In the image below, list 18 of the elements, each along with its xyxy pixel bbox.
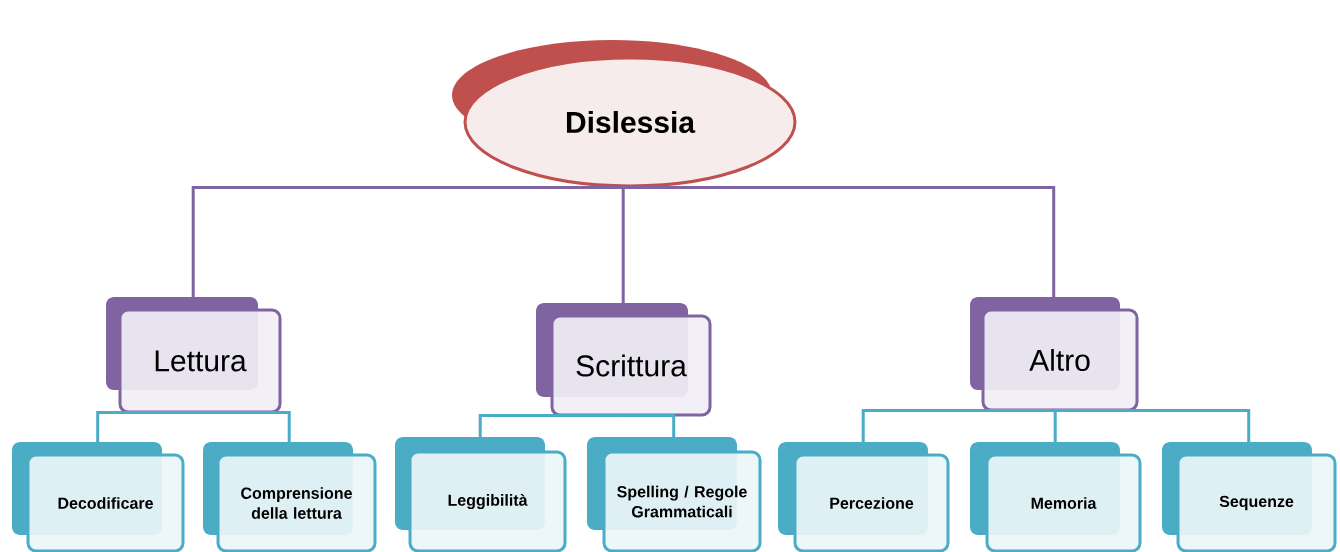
connector xyxy=(623,413,676,437)
connector xyxy=(630,186,1056,297)
connector xyxy=(1053,408,1251,442)
topic-box: Comprensione della lettura xyxy=(203,442,377,552)
topic-box: Decodificare xyxy=(12,442,185,552)
topic-box: Percezione xyxy=(778,442,950,552)
topic-box: Sequenze xyxy=(1162,442,1337,552)
category-box: Scrittura xyxy=(536,303,712,417)
connector xyxy=(478,413,624,437)
topic-box: Spelling / Regole Grammaticali xyxy=(587,437,762,552)
topic-box: Memoria xyxy=(970,442,1142,552)
category-box: Lettura xyxy=(106,297,282,414)
connector xyxy=(861,408,1054,442)
connector xyxy=(621,186,630,303)
category-box: Altro xyxy=(970,297,1139,412)
connector xyxy=(96,410,194,442)
topic-box: Leggibilità xyxy=(395,437,567,552)
connector xyxy=(193,410,291,442)
